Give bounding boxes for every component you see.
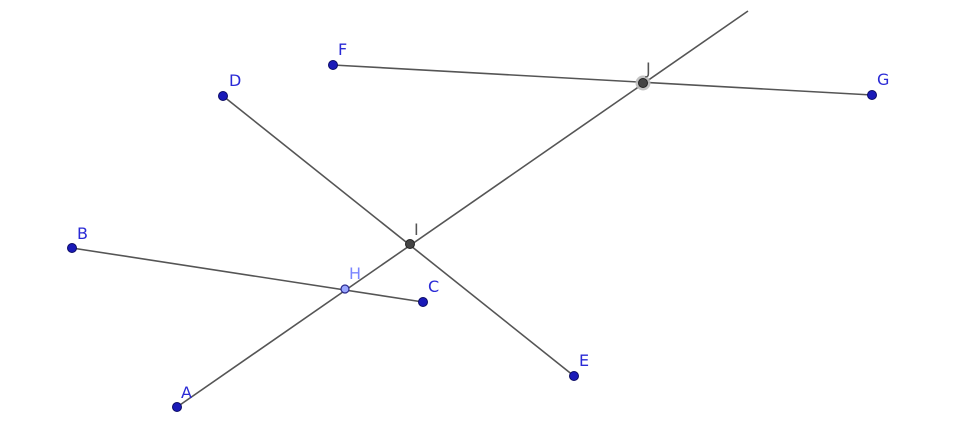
label-i: I [414, 220, 419, 239]
point-d[interactable] [218, 91, 228, 101]
point-g[interactable] [867, 90, 877, 100]
point-i[interactable] [405, 239, 415, 249]
point-f[interactable] [328, 60, 338, 70]
label-e: E [579, 351, 589, 370]
point-h[interactable] [340, 284, 350, 294]
label-h: H [349, 264, 361, 283]
ray-a-j[interactable] [176, 10, 749, 408]
segment-d-e[interactable] [222, 95, 575, 377]
point-j[interactable] [638, 78, 648, 88]
label-d: D [229, 71, 241, 90]
label-c: C [428, 277, 439, 296]
segment-b-c[interactable] [71, 247, 424, 303]
label-j: J [645, 59, 651, 78]
point-e[interactable] [569, 371, 579, 381]
point-a[interactable] [172, 402, 182, 412]
point-c[interactable] [418, 297, 428, 307]
label-b: B [77, 224, 88, 243]
point-b[interactable] [67, 243, 77, 253]
segment-f-g[interactable] [332, 64, 873, 96]
label-a: A [181, 383, 192, 402]
label-g: G [877, 70, 889, 89]
label-f: F [338, 40, 347, 59]
